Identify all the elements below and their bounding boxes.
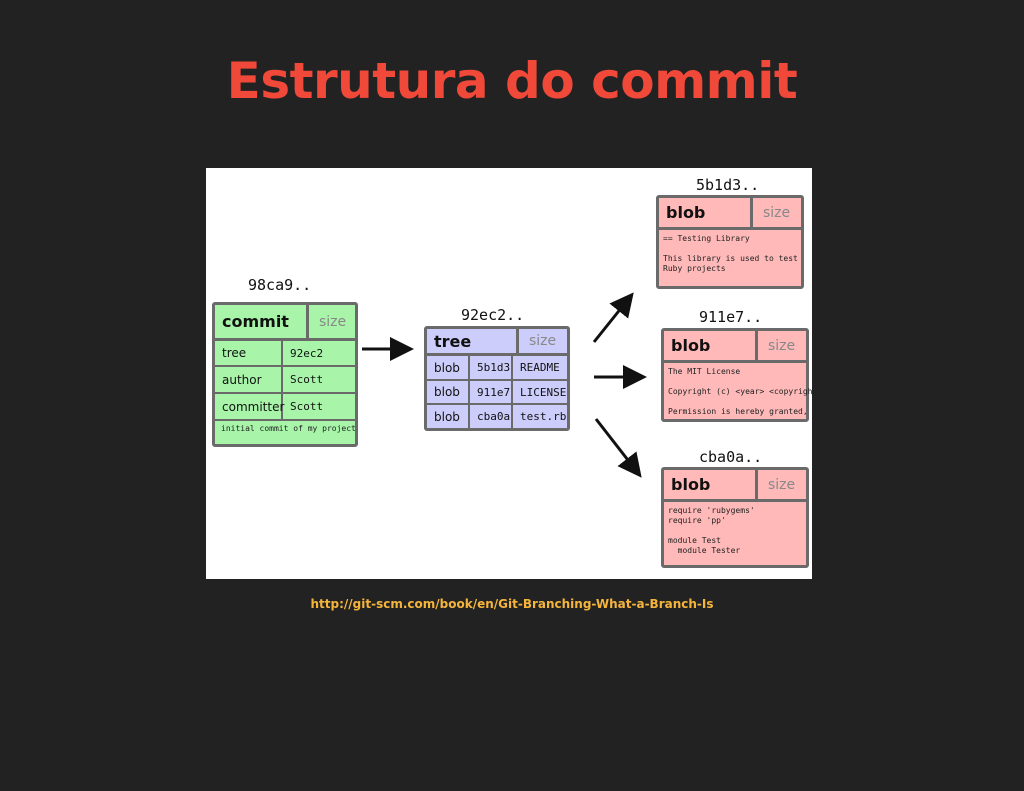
tree-entry-hash: cba0a: [470, 405, 513, 428]
blob-hash: cba0a..: [699, 448, 763, 466]
blob-header: blob size: [659, 198, 801, 230]
tree-type-label: tree: [427, 329, 519, 353]
tree-entry-type: blob: [427, 405, 470, 428]
blob-object: blob size require 'rubygems' require 'pp…: [661, 467, 809, 568]
blob-type-label: blob: [664, 331, 758, 360]
tree-to-blob-arrow: [594, 418, 642, 478]
commit-hash: 98ca9..: [248, 276, 312, 294]
commit-row: author Scott: [215, 367, 355, 394]
commit-row-value: Scott: [290, 373, 324, 386]
blob-object: blob size == Testing Library This librar…: [656, 195, 804, 289]
commit-row-key: committer: [215, 394, 284, 419]
blob-hash: 911e7..: [699, 308, 763, 326]
tree-entry-hash: 911e7: [470, 381, 513, 403]
slide-title: Estrutura do commit: [226, 52, 798, 110]
blob-header: blob size: [664, 470, 806, 502]
commit-header: commit size: [215, 305, 355, 341]
tree-entry-type: blob: [427, 381, 470, 403]
tree-entry-name: LICENSE: [520, 385, 567, 399]
source-link[interactable]: http://git-scm.com/book/en/Git-Branching…: [310, 597, 714, 611]
commit-row-key: tree: [215, 341, 283, 365]
commit-row-key: author: [215, 367, 283, 392]
commit-structure-diagram: 98ca9.. commit size tree 92ec2 author Sc…: [206, 168, 817, 579]
blob-type-label: blob: [664, 470, 758, 499]
tree-entry-row: blob cba0a test.rb: [427, 405, 567, 428]
tree-object: tree size blob 5b1d3 README blob 911e7 L…: [424, 326, 570, 431]
blob-header: blob size: [664, 331, 806, 363]
blob-size-label: size: [768, 337, 796, 354]
commit-message: initial commit of my project: [221, 424, 356, 433]
blob-size-label: size: [763, 204, 791, 221]
tree-entry-hash: 5b1d3: [470, 356, 513, 379]
tree-entry-name: test.rb: [520, 410, 567, 423]
commit-row: tree 92ec2: [215, 341, 355, 367]
blob-content: require 'rubygems' require 'pp' module T…: [668, 506, 755, 555]
tree-header: tree size: [427, 329, 567, 356]
commit-object: commit size tree 92ec2 author Scott comm…: [212, 302, 358, 447]
tree-entry-row: blob 911e7 LICENSE: [427, 381, 567, 405]
tree-entry-type: blob: [427, 356, 470, 379]
tree-size-label: size: [529, 333, 557, 349]
commit-row-value: Scott: [290, 400, 324, 413]
tree-entry-row: blob 5b1d3 README: [427, 356, 567, 381]
commit-row-value: 92ec2: [290, 346, 324, 360]
blob-object: blob size The MIT License Copyright (c) …: [661, 328, 817, 422]
blob-content: The MIT License Copyright (c) <year> <co…: [668, 367, 818, 416]
commit-type-label: commit: [215, 305, 309, 338]
blob-size-label: size: [768, 476, 796, 493]
tree-to-blob-arrow: [592, 292, 634, 343]
tree-hash: 92ec2..: [461, 306, 525, 324]
blob-type-label: blob: [659, 198, 753, 227]
blob-content: == Testing Library This library is used …: [663, 234, 798, 273]
blob-hash: 5b1d3..: [696, 176, 760, 194]
commit-size-label: size: [319, 313, 347, 330]
commit-row: committer Scott: [215, 394, 355, 421]
tree-entry-name: README: [520, 361, 560, 374]
